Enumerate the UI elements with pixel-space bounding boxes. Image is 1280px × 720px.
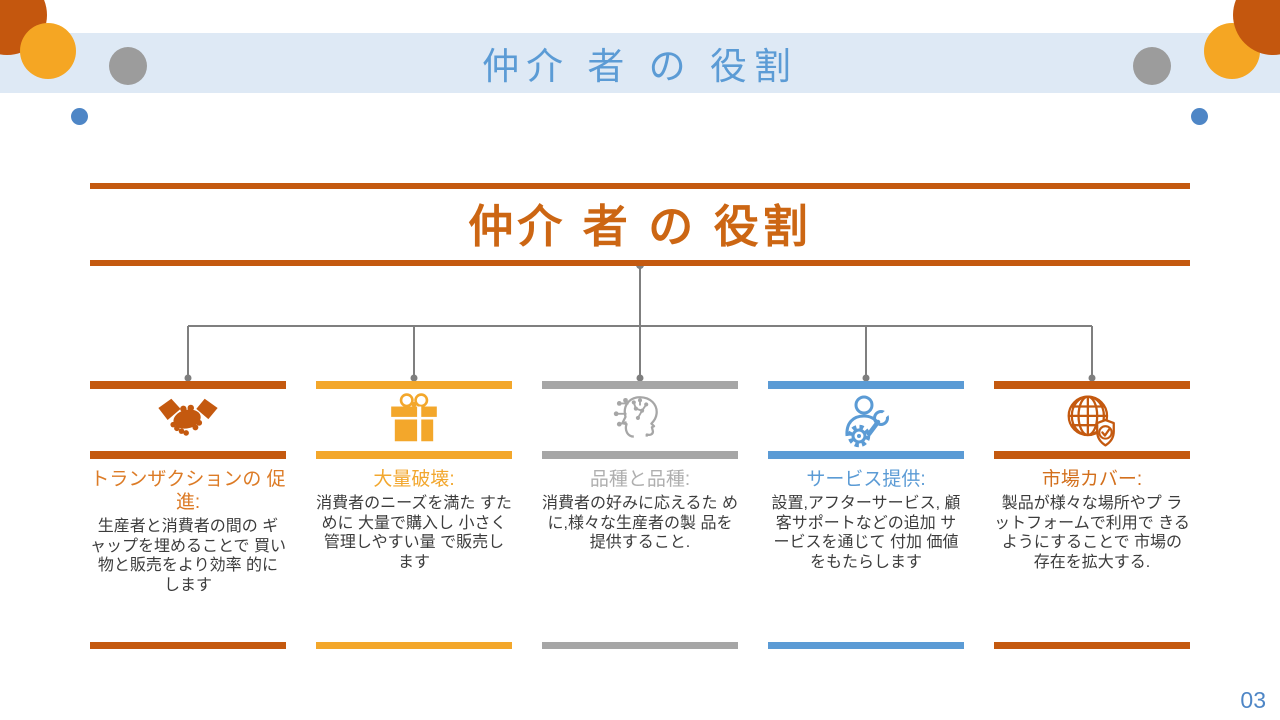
column-assortment: 品種と品種: 消費者の好みに応えるた めに,様々な生産者の製 品を提供すること. [542,381,738,553]
handshake-icon [90,389,286,451]
column-body: 消費者の好みに応えるた めに,様々な生産者の製 品を提供すること. [542,495,738,552]
column-top-bar [90,381,286,389]
column-top-bar [542,381,738,389]
heading-rule-bottom [90,260,1190,266]
column-mid-bar [768,451,964,459]
ai-head-icon [542,389,738,451]
connector-tree [184,261,1096,382]
column-bottom-bar [768,642,964,649]
column-mid-bar [90,451,286,459]
column-bottom-bar [542,642,738,649]
column-body: 設置,アフターサービス, 顧客サポートなどの追加 サービスを通じて 付加 価値を… [771,495,961,571]
column-title: トランザクションの 促進: [90,469,286,514]
column-service: サービス提供: 設置,アフターサービス, 顧客サポートなどの追加 サービスを通じ… [768,381,964,572]
column-title: 品種と品種: [589,469,691,490]
column-title: 市場カバー: [1041,469,1143,490]
heading-rule-top [90,183,1190,189]
column-bottom-bar [994,642,1190,649]
column-mid-bar [316,451,512,459]
column-body: 消費者のニーズを満た すために 大量で購入し 小さく 管理しやすい量 で販売しま… [316,495,512,571]
column-top-bar [994,381,1190,389]
main-title: 仲介 者 の 役割 [468,201,812,252]
column-bulk: 大量破壊: 消費者のニーズを満た すために 大量で購入し 小さく 管理しやすい量… [316,381,512,572]
column-body: 生産者と消費者の間の ギャップを埋めることで 買い物と販売をより効率 的にします [90,518,286,594]
column-bottom-bar [316,642,512,649]
column-title: サービス提供: [806,469,926,490]
slide-header-title: 仲介 者 の 役割 [482,46,798,87]
decor-dot-blue-left [71,108,88,125]
column-top-bar [768,381,964,389]
column-body: 製品が様々な場所やプ ラットフォームで利用で きるようにすることで 市場の存在を… [994,495,1190,571]
gift-icon [316,389,512,451]
decor-circle-amber-left [20,23,76,79]
column-transaction: トランザクションの 促進: 生産者と消費者の間の ギャップを埋めることで 買い物… [90,381,286,595]
column-mid-bar [542,451,738,459]
column-mid-bar [994,451,1190,459]
decor-circle-gray-left [109,47,147,85]
column-bottom-bar [90,642,286,649]
service-person-icon [768,389,964,451]
header-banner: 仲介 者 の 役割 [0,33,1280,93]
column-market: 市場カバー: 製品が様々な場所やプ ラットフォームで利用で きるようにすることで… [994,381,1190,572]
column-title: 大量破壊: [373,469,455,490]
decor-dot-blue-right [1191,108,1208,125]
page-number: 03 [1240,687,1266,713]
decor-circle-gray-right [1133,47,1171,85]
globe-check-icon [994,389,1190,451]
column-top-bar [316,381,512,389]
